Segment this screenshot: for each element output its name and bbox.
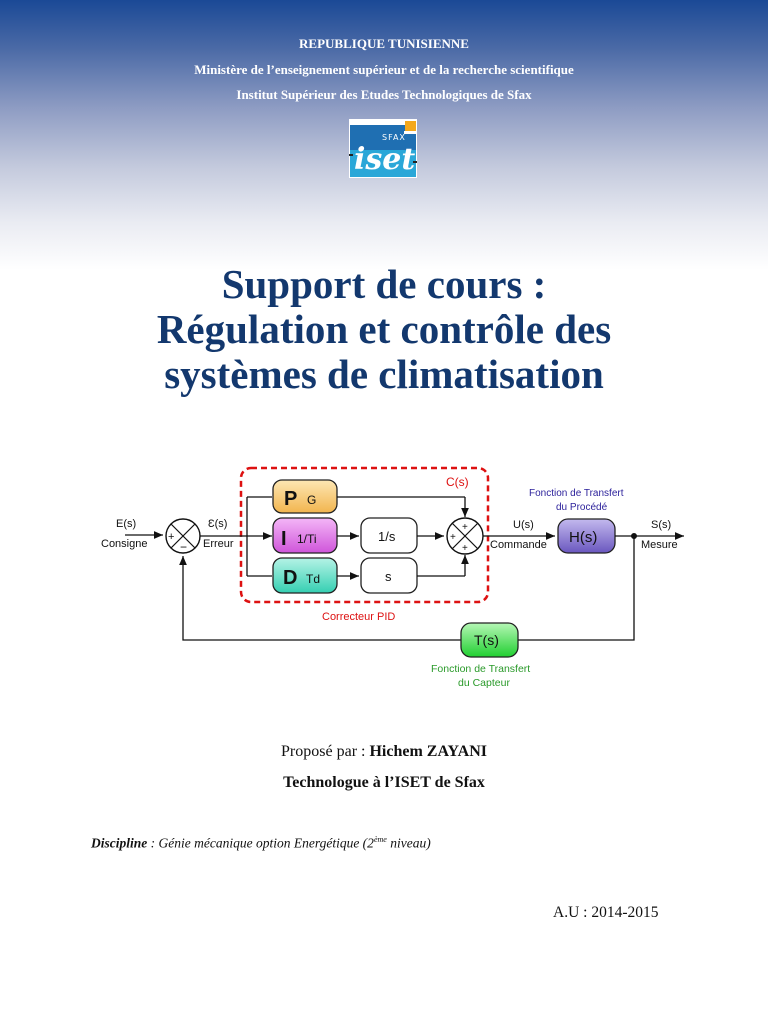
svg-text:P: P [284, 488, 297, 510]
error-caption: Erreur [203, 538, 234, 550]
output-signal-label: S(s) [651, 519, 671, 531]
pid-controller-frame [239, 466, 490, 604]
process-caption-1: Fonction de Transfert [529, 488, 624, 499]
header-country: REPUBLIQUE TUNISIENNE [299, 36, 469, 51]
title-line-1: Support de cours : [221, 261, 547, 307]
svg-text:Td: Td [306, 572, 320, 586]
discipline-label: Discipline [91, 835, 148, 851]
d-block: D Td [272, 557, 338, 594]
summing-junction-2: + + + [446, 517, 484, 555]
summing-junction-1: + − [165, 518, 201, 554]
svg-text:+: + [450, 532, 456, 543]
svg-text:G: G [307, 493, 316, 507]
p-block: P G [272, 479, 338, 514]
integrator-label: 1/s [378, 529, 396, 544]
controller-caption: Correcteur PID [322, 611, 395, 623]
svg-text:+: + [168, 531, 174, 543]
input-signal-label: E(s) [116, 518, 136, 530]
svg-text:−: − [180, 540, 187, 554]
svg-text:iset: iset [354, 142, 415, 177]
svg-text:+: + [462, 543, 468, 554]
svg-text:D: D [283, 567, 297, 589]
pid-block-diagram: C(s) Correcteur PID E(s) Consigne + − Ɛ(… [101, 466, 684, 689]
svg-text:+: + [462, 522, 468, 533]
iset-sfax-logo-icon: SFAX iset [349, 119, 417, 178]
process-caption-2: du Procédé [556, 502, 608, 513]
header-institute: Institut Supérieur des Etudes Technologi… [236, 87, 532, 102]
svg-text:SFAX: SFAX [382, 133, 406, 142]
academic-year: A.U : 2014-2015 [553, 904, 659, 921]
title-line-2: Régulation et contrôle des [156, 306, 612, 352]
output-caption: Mesure [641, 539, 678, 551]
command-caption: Commande [490, 539, 547, 551]
author-role: Technologue à l’ISET de Sfax [283, 774, 485, 791]
document-title: Support de cours : Régulation et contrôl… [0, 262, 768, 397]
input-caption: Consigne [101, 538, 147, 550]
sensor-caption-2: du Capteur [458, 677, 510, 689]
process-block-h: H(s) [557, 518, 616, 554]
svg-text:1/Ti: 1/Ti [297, 532, 317, 546]
sensor-block-t: T(s) [460, 622, 519, 658]
i-block: I 1/Ti [272, 517, 338, 554]
sensor-caption-1: Fonction de Transfert [431, 663, 530, 675]
author-name: Hichem ZAYANI [369, 743, 487, 760]
header-ministry: Ministère de l’enseignement supérieur et… [194, 62, 574, 77]
title-line-3: systèmes de climatisation [164, 351, 604, 397]
proposed-by-label: Proposé par : [281, 743, 366, 760]
derivator-label: s [385, 569, 392, 584]
error-signal-label: Ɛ(s) [208, 518, 227, 530]
svg-text:I: I [281, 528, 287, 550]
discipline-line: Discipline : Génie mécanique option Ener… [91, 835, 431, 851]
controller-label: C(s) [446, 475, 469, 489]
author-line: Proposé par : Hichem ZAYANI [0, 743, 768, 761]
svg-text:T(s): T(s) [474, 632, 499, 648]
svg-text:H(s): H(s) [569, 529, 597, 546]
command-signal-label: U(s) [513, 519, 534, 531]
